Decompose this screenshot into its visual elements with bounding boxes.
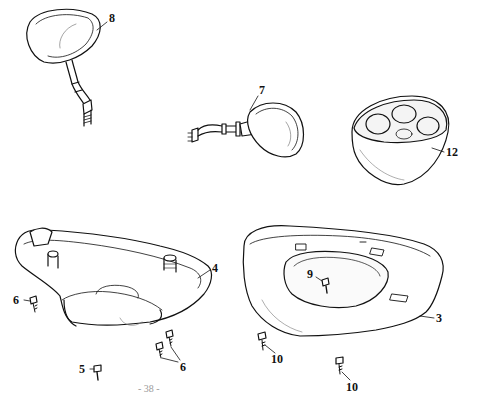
- callout-number: 4: [212, 262, 218, 274]
- rear-handlebar-cover: [243, 226, 443, 336]
- screws-left: [30, 296, 173, 380]
- headlight-cover: [352, 96, 449, 185]
- leader-lines: [24, 22, 444, 380]
- page-number: - 38 -: [138, 384, 160, 394]
- front-handlebar-cover: [15, 228, 211, 326]
- callout-number: 7: [259, 84, 265, 96]
- callout-number: 8: [109, 12, 115, 24]
- mirror-right: [188, 103, 304, 157]
- callout-number: 6: [180, 361, 186, 373]
- callout-number: 3: [436, 312, 442, 324]
- screws-right: [258, 278, 343, 374]
- callout-number: 9: [307, 268, 313, 280]
- callout-number: 10: [346, 381, 358, 393]
- callout-number: 6: [13, 294, 19, 306]
- callout-number: 12: [446, 146, 458, 158]
- callout-number: 10: [271, 353, 283, 365]
- mirror-left: [27, 9, 100, 126]
- callout-number: 5: [79, 363, 85, 375]
